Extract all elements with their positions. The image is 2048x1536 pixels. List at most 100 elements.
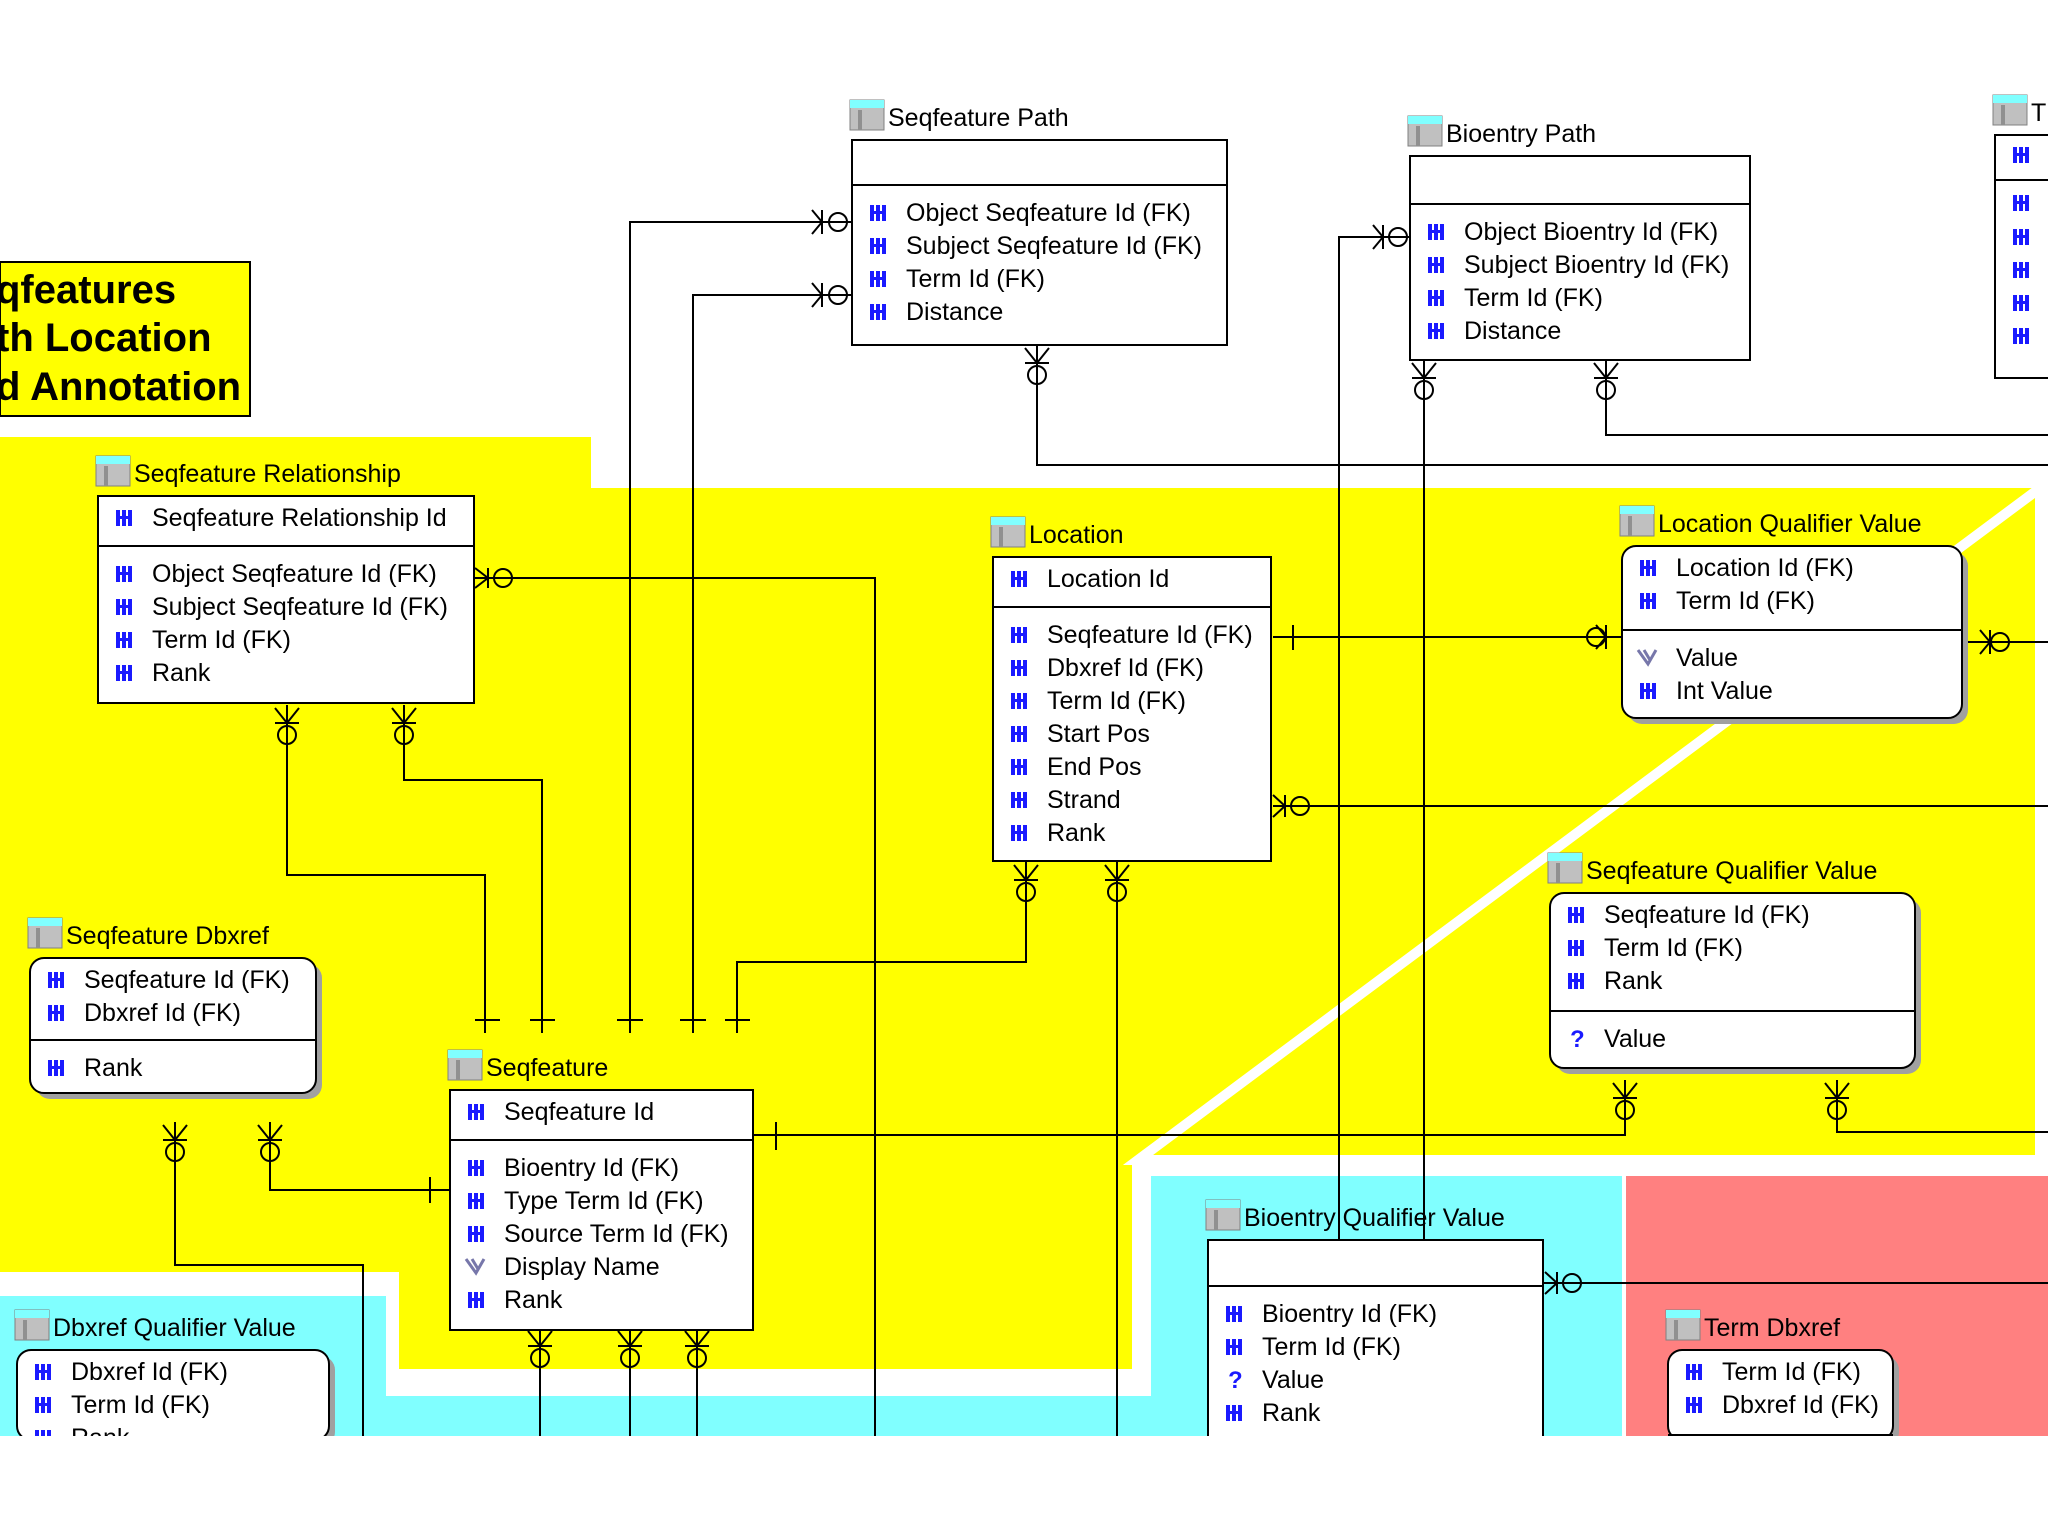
title-line-1: qfeatures (0, 268, 176, 312)
location-qualifier-value-table-icon (1619, 505, 1655, 537)
rel-dbxref-dbxref (174, 1122, 364, 1436)
location-qualifier-value-attr-1: Int Value (1676, 677, 1773, 705)
rel-path-to-term (1036, 345, 2048, 466)
location-attr-6: Rank (1047, 819, 1106, 847)
bioentry-path-attr-2: Term Id (FK) (1464, 284, 1603, 312)
seqfeature-path-name: Seqfeature Path (888, 104, 1069, 132)
seqfeature-attr-4: Rank (504, 1286, 563, 1314)
bioentry-qualifier-value-name: Bioentry Qualifier Value (1244, 1204, 1505, 1232)
rel-relationship-term (475, 577, 876, 1436)
seqfeature-relationship-attr-0: Object Seqfeature Id (FK) (152, 560, 437, 588)
seqfeature-path-attr-2: Term Id (FK) (906, 265, 1045, 293)
seqfeature-path-attr-3: Distance (906, 298, 1003, 326)
seqfeature-relationship-name: Seqfeature Relationship (134, 460, 401, 488)
location-attr-0: Seqfeature Id (FK) (1047, 621, 1253, 649)
term-partial-key-icon-5 (2013, 328, 2029, 344)
term-dbxref-pk-0: Term Id (FK) (1722, 1358, 1861, 1386)
term-partial-key-icon-2 (2013, 229, 2029, 245)
seqfeature-relationship-box (97, 495, 475, 704)
seqfeature-attr-0: Bioentry Id (FK) (504, 1154, 679, 1182)
seqfeature-relationship-attr-3: Rank (152, 659, 211, 687)
location-qualifier-value-pk-1: Term Id (FK) (1676, 587, 1815, 615)
location-attr-3: Start Pos (1047, 720, 1150, 748)
seqfeature-relationship-attr-1: Subject Seqfeature Id (FK) (152, 593, 448, 621)
term-dbxref-name: Term Dbxref (1704, 1314, 1840, 1342)
bioentry-qualifier-value-attr-1: Term Id (FK) (1262, 1333, 1401, 1361)
bioentry-qualifier-value-box (1207, 1239, 1544, 1441)
location-attr-4: End Pos (1047, 753, 1142, 781)
rel-location-seqfeature (736, 862, 1027, 1033)
rel-seqfeature-to-path-object (629, 221, 852, 1033)
bioentry-path-table-icon (1407, 115, 1443, 147)
bioentry-path-attr-3: Distance (1464, 317, 1561, 345)
area-border-white-2 (0, 1160, 1144, 1381)
term-partial-entity[interactable]: T (1992, 94, 2046, 127)
rel-seqfeature-dbxref (269, 1122, 450, 1191)
bioentry-qualifier-value-attr-2: Value (1262, 1366, 1324, 1394)
seqfeature-relationship-pk-0: Seqfeature Relationship Id (152, 504, 447, 532)
dbxref-qualifier-value-pk-1: Term Id (FK) (71, 1391, 210, 1419)
seqfeature-qualifier-value-name: Seqfeature Qualifier Value (1586, 857, 1877, 885)
location-qualifier-value-attr-0: Value (1676, 644, 1738, 672)
seqfeature-box (449, 1089, 754, 1331)
rel-relationship-object (286, 705, 486, 1033)
seqfeature-path-box (851, 139, 1228, 346)
seqfeature-dbxref-pk-0: Seqfeature Id (FK) (84, 966, 290, 994)
seqfeature-path-attr-0: Object Seqfeature Id (FK) (906, 199, 1191, 227)
dbxref-qualifier-value-table-icon (14, 1309, 50, 1341)
location-qualifier-value-box (1621, 545, 1963, 719)
term-partial-name: T (2031, 99, 2046, 127)
bioentry-path-attr-0: Object Bioentry Id (FK) (1464, 218, 1718, 246)
seqfeature-qualifier-value-pk-0: Seqfeature Id (FK) (1604, 901, 1810, 929)
title-box (0, 261, 251, 417)
svg-text:?: ? (1228, 1367, 1243, 1394)
term-dbxref-pk-1: Dbxref Id (FK) (1722, 1391, 1879, 1419)
seqfeature-qualifier-value-table-icon (1547, 852, 1583, 884)
seqfeature-dbxref-table-icon (27, 917, 63, 949)
seqfeature-dbxref-attr-0: Rank (84, 1054, 143, 1082)
area-border-white (1122, 478, 2045, 1165)
bottom-margin (0, 1436, 2048, 1536)
term-partial-key-icon-4 (2013, 295, 2029, 311)
bioentry-path-box (1409, 155, 1751, 361)
seqfeature-table-icon (447, 1049, 483, 1081)
term-partial-key-icon-3 (2013, 262, 2029, 278)
seqfeature-relationship-attr-2: Term Id (FK) (152, 626, 291, 654)
bioentry-qualifier-value-attr-3: Rank (1262, 1399, 1321, 1427)
title-line-3: d Annotation (0, 365, 241, 409)
seqfeature-qualifier-value-box (1549, 892, 1916, 1069)
bioentry-path-name: Bioentry Path (1446, 120, 1596, 148)
term-partial-key-icon-1 (2013, 195, 2029, 211)
location-attr-2: Term Id (FK) (1047, 687, 1186, 715)
seqfeature-attr-1: Type Term Id (FK) (504, 1187, 704, 1215)
seqfeature-qualifier-value-pk-1: Term Id (FK) (1604, 934, 1743, 962)
rel-seqfeature-to-path-subject (692, 294, 852, 1033)
location-name: Location (1029, 521, 1124, 549)
seqfeature-dbxref-pk-1: Dbxref Id (FK) (84, 999, 241, 1027)
seqfeature-qualifier-value-attr-0: Value (1604, 1025, 1666, 1053)
term-partial-key-icon-0 (2013, 147, 2029, 163)
rel-bioentry-path-object (1338, 236, 1410, 1436)
optional-circles (165, 212, 2010, 1368)
dbxref-qualifier-value-pk-0: Dbxref Id (FK) (71, 1358, 228, 1386)
location-table-icon (990, 516, 1026, 548)
seqfeature-name: Seqfeature (486, 1054, 608, 1082)
term-partial-table-icon (1992, 94, 2028, 126)
seqfeature-path-table-icon (849, 99, 885, 131)
seqfeature-path-attr-1: Subject Seqfeature Id (FK) (906, 232, 1202, 260)
seqfeature-attr-2: Source Term Id (FK) (504, 1220, 729, 1248)
location-qualifier-value-name: Location Qualifier Value (1658, 510, 1922, 538)
